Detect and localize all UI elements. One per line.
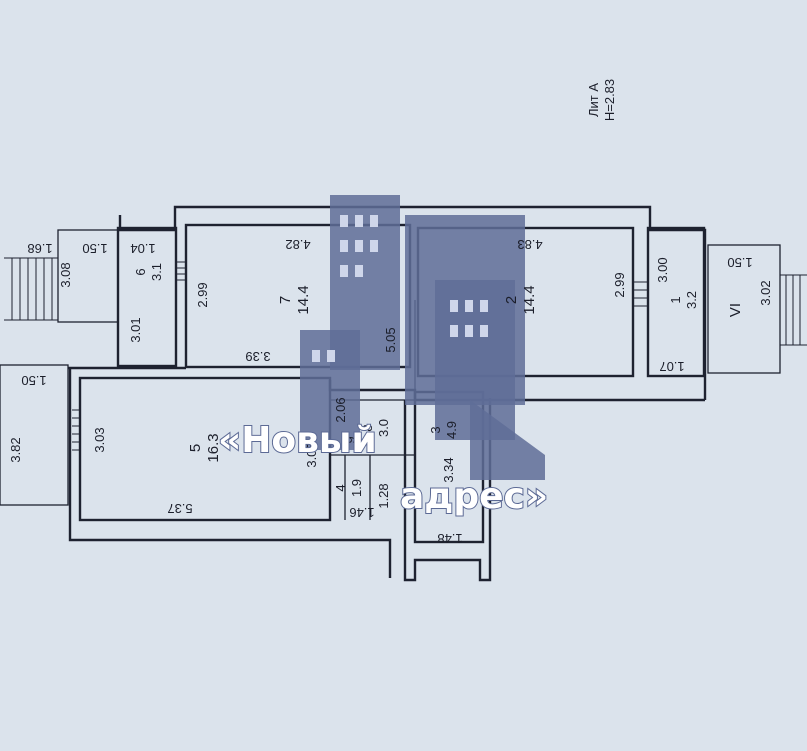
svg-text:4.83: 4.83 xyxy=(517,237,542,252)
svg-text:1.50: 1.50 xyxy=(82,241,107,256)
svg-text:4: 4 xyxy=(333,484,348,491)
room-8: 8 3.0 xyxy=(360,419,391,437)
room-VI: VI xyxy=(727,303,744,317)
svg-text:1.9: 1.9 xyxy=(349,479,364,497)
svg-text:VI: VI xyxy=(727,303,744,317)
svg-text:2.99: 2.99 xyxy=(612,272,627,297)
svg-text:1.46: 1.46 xyxy=(349,505,374,520)
svg-text:16.3: 16.3 xyxy=(205,433,222,462)
svg-text:3.03: 3.03 xyxy=(92,427,107,452)
svg-text:3.39: 3.39 xyxy=(245,349,270,364)
svg-text:3.0: 3.0 xyxy=(376,419,391,437)
svg-text:3.05: 3.05 xyxy=(304,442,319,467)
room-1: 1 3.2 xyxy=(668,291,699,309)
watermark-logo xyxy=(300,195,545,480)
svg-text:2.99: 2.99 xyxy=(195,282,210,307)
svg-text:3.08: 3.08 xyxy=(58,262,73,287)
svg-text:3.34: 3.34 xyxy=(441,457,456,482)
svg-text:4.82: 4.82 xyxy=(285,237,310,252)
svg-text:1.68: 1.68 xyxy=(27,241,52,256)
dimensions: 1.68 1.50 1.04 4.82 4.83 1.50 3.39 1.07 … xyxy=(8,237,773,546)
svg-text:3.2: 3.2 xyxy=(684,291,699,309)
svg-text:1.48: 1.48 xyxy=(437,531,462,546)
svg-text:1: 1 xyxy=(668,296,683,303)
svg-text:1.50: 1.50 xyxy=(727,255,752,270)
lit-label: Лит А xyxy=(586,83,601,117)
svg-text:1.04: 1.04 xyxy=(130,241,155,256)
header-block: Лит А H=2.83 xyxy=(586,79,617,121)
svg-text:1.50: 1.50 xyxy=(21,373,46,388)
svg-text:2: 2 xyxy=(503,296,520,304)
svg-text:1.07: 1.07 xyxy=(659,359,684,374)
left-stairs xyxy=(4,257,58,321)
svg-text:3.01: 3.01 xyxy=(128,317,143,342)
room-3: 3 4.9 xyxy=(428,421,459,439)
room-7: 7 14.4 xyxy=(277,285,312,314)
watermark-text: «Новый адрес» xyxy=(217,419,549,518)
svg-text:8: 8 xyxy=(360,424,375,431)
svg-text:3.00: 3.00 xyxy=(655,257,670,282)
svg-text:1.28: 1.28 xyxy=(376,483,391,508)
right-stairs xyxy=(780,274,807,346)
room-6: 6 3.1 xyxy=(133,263,164,281)
room-5: 5 16.3 xyxy=(187,433,222,462)
svg-text:2.06: 2.06 xyxy=(333,397,348,422)
svg-text:14.4: 14.4 xyxy=(295,285,312,314)
svg-text:6: 6 xyxy=(133,268,148,275)
svg-text:5.05: 5.05 xyxy=(383,327,398,352)
svg-text:«Новый: «Новый xyxy=(218,420,377,461)
svg-text:3.1: 3.1 xyxy=(149,263,164,281)
room-4: 4 1.9 xyxy=(333,479,364,497)
room-2: 2 14.4 xyxy=(503,285,538,314)
height-label: H=2.83 xyxy=(602,79,617,121)
svg-text:5: 5 xyxy=(187,444,204,452)
svg-text:3.02: 3.02 xyxy=(758,280,773,305)
svg-text:3.82: 3.82 xyxy=(8,437,23,462)
svg-text:7: 7 xyxy=(277,296,294,304)
svg-text:14.4: 14.4 xyxy=(521,285,538,314)
svg-text:адрес»: адрес» xyxy=(400,476,548,517)
svg-text:9: 9 xyxy=(343,436,358,443)
window-marks xyxy=(72,261,648,451)
room-9: 9 xyxy=(343,436,358,443)
svg-text:4.9: 4.9 xyxy=(444,421,459,439)
svg-text:3: 3 xyxy=(428,426,443,433)
svg-text:5.37: 5.37 xyxy=(167,501,192,516)
